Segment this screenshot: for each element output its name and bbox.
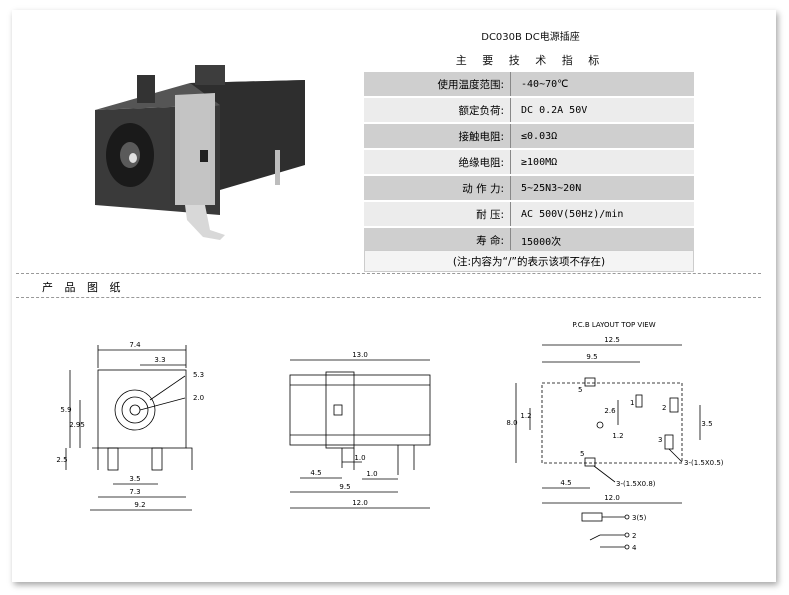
spec-row: 绝缘电阻:≥100MΩ	[364, 149, 694, 176]
dim-label: 9.5	[339, 483, 350, 491]
divider	[16, 297, 761, 298]
spec-key: 额定负荷:	[364, 97, 511, 124]
dim-label: 1.0	[354, 454, 365, 462]
dim-label: 8.0	[506, 419, 517, 427]
dim-label: 12.0	[352, 499, 368, 507]
spec-value: DC 0.2A 50V	[510, 97, 694, 124]
dim-label: 3.3	[154, 356, 165, 364]
schematic-label: 3(5)	[632, 514, 647, 522]
dim-label: 1.2	[520, 412, 531, 420]
front-view: 7.4 3.3 5.3 2.0 5.9 2.95 2.5 3.5 7.3 9.2	[56, 341, 204, 511]
spec-value: ≥100MΩ	[510, 149, 694, 176]
spec-row: 动 作 力:5~25N3~20N	[364, 175, 694, 202]
dim-label: 4.5	[560, 479, 571, 487]
dim-label: 12.0	[604, 494, 620, 502]
divider	[16, 273, 761, 274]
dim-label: 4.5	[310, 469, 321, 477]
spec-key: 接触电阻:	[364, 123, 511, 150]
spec-row: 接触电阻:≤0.03Ω	[364, 123, 694, 150]
spec-table: 使用温度范围:-40~70℃ 额定负荷:DC 0.2A 50V 接触电阻:≤0.…	[364, 72, 694, 254]
dim-label: 13.0	[352, 351, 368, 359]
spec-title: DC030B DC电源插座	[481, 32, 580, 43]
pcb-note: 3-(1.5X0.8)	[616, 480, 656, 488]
spec-key: 寿 命:	[364, 227, 511, 254]
pcb-layout: P.C.B LAYOUT TOP VIEW 12.5 9.5 2.6 8.0 1…	[506, 321, 723, 552]
dim-label: 5.3	[193, 371, 204, 379]
dim-label: 7.4	[129, 341, 141, 349]
spec-subtitle: 主 要 技 术 指 标	[455, 54, 606, 67]
spec-value: AC 500V(50Hz)/min	[510, 201, 694, 228]
pin-label: 1	[630, 399, 634, 407]
dim-label: 9.5	[586, 353, 597, 361]
dim-label: 3.5	[129, 475, 140, 483]
section-title: 产 品 图 纸	[42, 281, 125, 294]
dim-label: 12.5	[604, 336, 620, 344]
spec-value: 5~25N3~20N	[510, 175, 694, 202]
pcb-title: P.C.B LAYOUT TOP VIEW	[572, 321, 655, 329]
dim-label: 5.9	[60, 406, 71, 414]
spec-row: 使用温度范围:-40~70℃	[364, 72, 694, 98]
spec-row: 耐 压:AC 500V(50Hz)/min	[364, 201, 694, 228]
dim-label: 7.3	[129, 488, 140, 496]
side-view: 13.0 4.5 1.0 1.0 9.5 12.0	[289, 351, 431, 509]
schematic-label: 2	[632, 532, 636, 540]
spec-note: (注:内容为“/”的表示该项不存在)	[364, 250, 694, 272]
dim-label: 1.2	[612, 432, 623, 440]
pin-label: 2	[662, 404, 666, 412]
pin-label: 3	[658, 436, 662, 444]
dim-label: 1.0	[366, 470, 377, 478]
spec-row: 寿 命:15000次	[364, 227, 694, 254]
schematic-label: 4	[632, 544, 637, 552]
dim-label: 3.5	[701, 420, 712, 428]
dim-label: 9.2	[134, 501, 145, 509]
spec-value: ≤0.03Ω	[510, 123, 694, 150]
spec-key: 使用温度范围:	[364, 72, 511, 98]
spec-key: 耐 压:	[364, 201, 511, 228]
dim-label: 2.0	[193, 394, 204, 402]
dim-label: 2.95	[69, 421, 85, 429]
dim-label: 2.5	[56, 456, 67, 464]
pin-label: 5	[580, 450, 584, 458]
product-photo	[95, 65, 305, 240]
spec-key: 动 作 力:	[364, 175, 511, 202]
dim-label: 2.6	[604, 407, 616, 415]
spec-value: -40~70℃	[510, 72, 694, 98]
pin-label: 5	[578, 386, 582, 394]
pcb-note: 3-(1.5X0.5)	[684, 459, 724, 467]
spec-key: 绝缘电阻:	[364, 149, 511, 176]
spec-row: 额定负荷:DC 0.2A 50V	[364, 97, 694, 124]
